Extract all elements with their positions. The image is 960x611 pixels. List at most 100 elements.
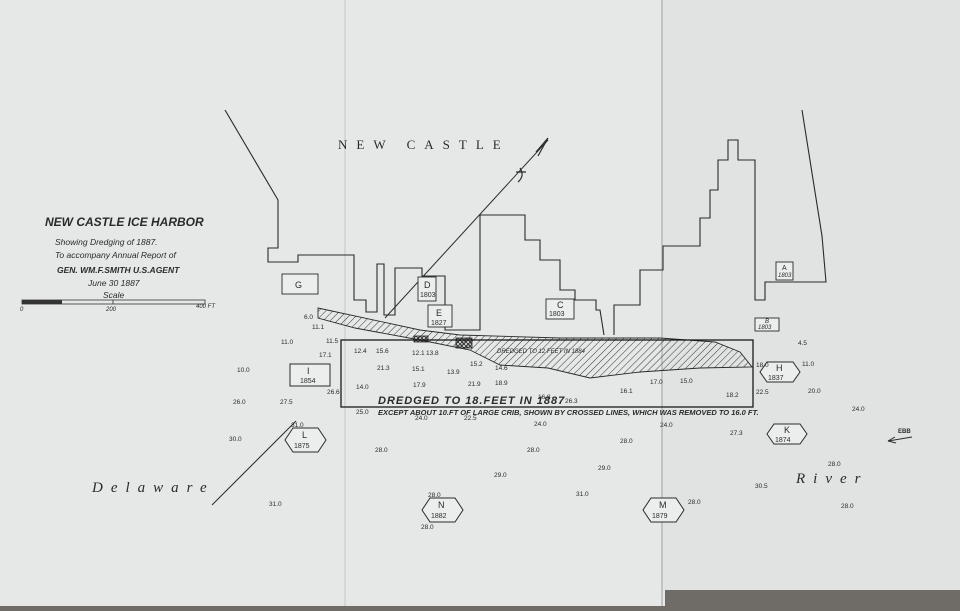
town-label: NEW CASTLE (338, 137, 510, 152)
sounding: 28.0 (527, 447, 540, 454)
svg-text:1803: 1803 (758, 325, 772, 331)
sounding: 18.2 (726, 392, 739, 399)
shore-line (211, 420, 297, 506)
map-title: NEW CASTLE ICE HARBOR (45, 215, 204, 229)
svg-text:L: L (302, 430, 307, 440)
sounding: 15.6 (376, 348, 389, 355)
sounding: 24.0 (415, 415, 428, 422)
sounding: 27.5 (280, 399, 293, 406)
sounding: 20.0 (808, 388, 821, 395)
sounding: 18.0 (756, 362, 769, 369)
sounding: 17.1 (319, 352, 332, 359)
town-outline (224, 109, 605, 336)
river-label-right: River (795, 471, 868, 487)
scale-tick: 0 (20, 307, 24, 313)
sounding: 29.0 (494, 472, 507, 479)
title-line: To accompany Annual Report of (55, 250, 177, 260)
structure-g: G (281, 273, 319, 295)
sounding: 26.3 (565, 398, 578, 405)
svg-text:1882: 1882 (431, 513, 447, 520)
sounding: 15.1 (412, 366, 425, 373)
svg-text:1879: 1879 (652, 513, 668, 520)
svg-text:M: M (659, 500, 667, 510)
sounding: 26.6 (327, 389, 340, 396)
railroad-arrow (535, 137, 549, 157)
soundings: 6.0 11.1 11.0 11.5 12.4 15.6 12.1 13.8 1… (229, 314, 865, 531)
sounding: 24.0 (534, 421, 547, 428)
river-label-left: Delaware (91, 480, 215, 496)
sounding: 22.5 (756, 389, 769, 396)
sounding: 28.0 (688, 499, 701, 506)
sounding: 21.3 (377, 365, 390, 372)
sounding: 28.0 (428, 492, 441, 499)
pier-i: I 1854 (289, 363, 331, 387)
sounding: 16.1 (620, 388, 633, 395)
paper-sheet-right (661, 0, 960, 590)
svg-text:1827: 1827 (431, 320, 447, 327)
sounding: 4.5 (798, 340, 807, 347)
svg-text:B: B (765, 319, 769, 325)
sounding: 17.9 (413, 382, 426, 389)
sounding: 6.0 (304, 314, 313, 321)
structure-a: A 1803 (775, 261, 794, 281)
sounding: 15.2 (470, 361, 483, 368)
pier-l: L 1875 (284, 427, 327, 453)
svg-text:D: D (424, 280, 431, 290)
structure-c: C 1803 (545, 298, 575, 320)
sounding: 30.0 (229, 436, 242, 443)
pier-k: K 1874 (766, 423, 808, 445)
agent-line: GEN. WM.F.SMITH U.S.AGENT (57, 265, 180, 275)
dredged-1887-area (340, 339, 754, 408)
dredged-1884-label: DREDGED TO 12 FEET IN 1884 (497, 349, 586, 355)
scale-bar (21, 299, 206, 305)
sounding: 16.8 (538, 394, 551, 401)
scale-tick: 400 FT (196, 304, 216, 310)
dredged-1884-area (317, 307, 753, 379)
sounding: 12.4 (354, 348, 367, 355)
scale-label: Scale (103, 290, 125, 300)
sounding: 28.0 (828, 461, 841, 468)
sounding: 24.0 (660, 422, 673, 429)
svg-text:H: H (776, 363, 783, 373)
sounding: 29.0 (598, 465, 611, 472)
sounding: 22.5 (464, 415, 477, 422)
railroad-switch (516, 167, 526, 183)
svg-text:A: A (782, 265, 787, 272)
structure-d: D 1803 (417, 276, 437, 302)
pier-m: M 1879 (642, 497, 685, 523)
sounding: 28.0 (421, 524, 434, 531)
svg-text:1837: 1837 (768, 375, 784, 382)
sounding: 12.1 (412, 350, 425, 357)
sounding: 31.0 (576, 491, 589, 498)
dredged-1887-label: DREDGED TO 18.FEET IN 1887 (378, 395, 565, 407)
sounding: 13.8 (426, 350, 439, 357)
sounding: 25.0 (356, 409, 369, 416)
sounding: 28.0 (375, 447, 388, 454)
sounding: 10.0 (237, 367, 250, 374)
large-crib-area (455, 337, 473, 349)
ebb-label: EBB (898, 429, 911, 435)
date-line: June 30 1887 (87, 278, 140, 288)
sounding: 28.0 (841, 503, 854, 510)
town-outline-east (613, 109, 827, 335)
sounding: 15.0 (680, 378, 693, 385)
svg-text:K: K (784, 425, 790, 435)
sounding: 13.9 (447, 369, 460, 376)
svg-text:C: C (557, 300, 564, 310)
svg-text:1875: 1875 (294, 443, 310, 450)
sounding: 18.9 (495, 380, 508, 387)
sounding: 11.0 (281, 339, 294, 346)
structure-e: E 1827 (427, 304, 453, 328)
sounding: 11.0 (802, 361, 815, 368)
title-line: Showing Dredging of 1887. (55, 237, 158, 247)
sounding: 30.5 (755, 483, 768, 490)
structure-b: B 1803 (754, 317, 780, 332)
svg-text:N: N (438, 500, 445, 510)
sounding: 28.0 (620, 438, 633, 445)
sounding: 26.0 (233, 399, 246, 406)
svg-text:1854: 1854 (300, 378, 316, 385)
ebb-arrow-icon (887, 436, 913, 444)
sounding: 11.1 (312, 324, 325, 331)
sounding: 14.0 (356, 384, 369, 391)
crib-note: EXCEPT ABOUT 10.FT OF LARGE CRIB, SHOWN … (378, 408, 759, 417)
